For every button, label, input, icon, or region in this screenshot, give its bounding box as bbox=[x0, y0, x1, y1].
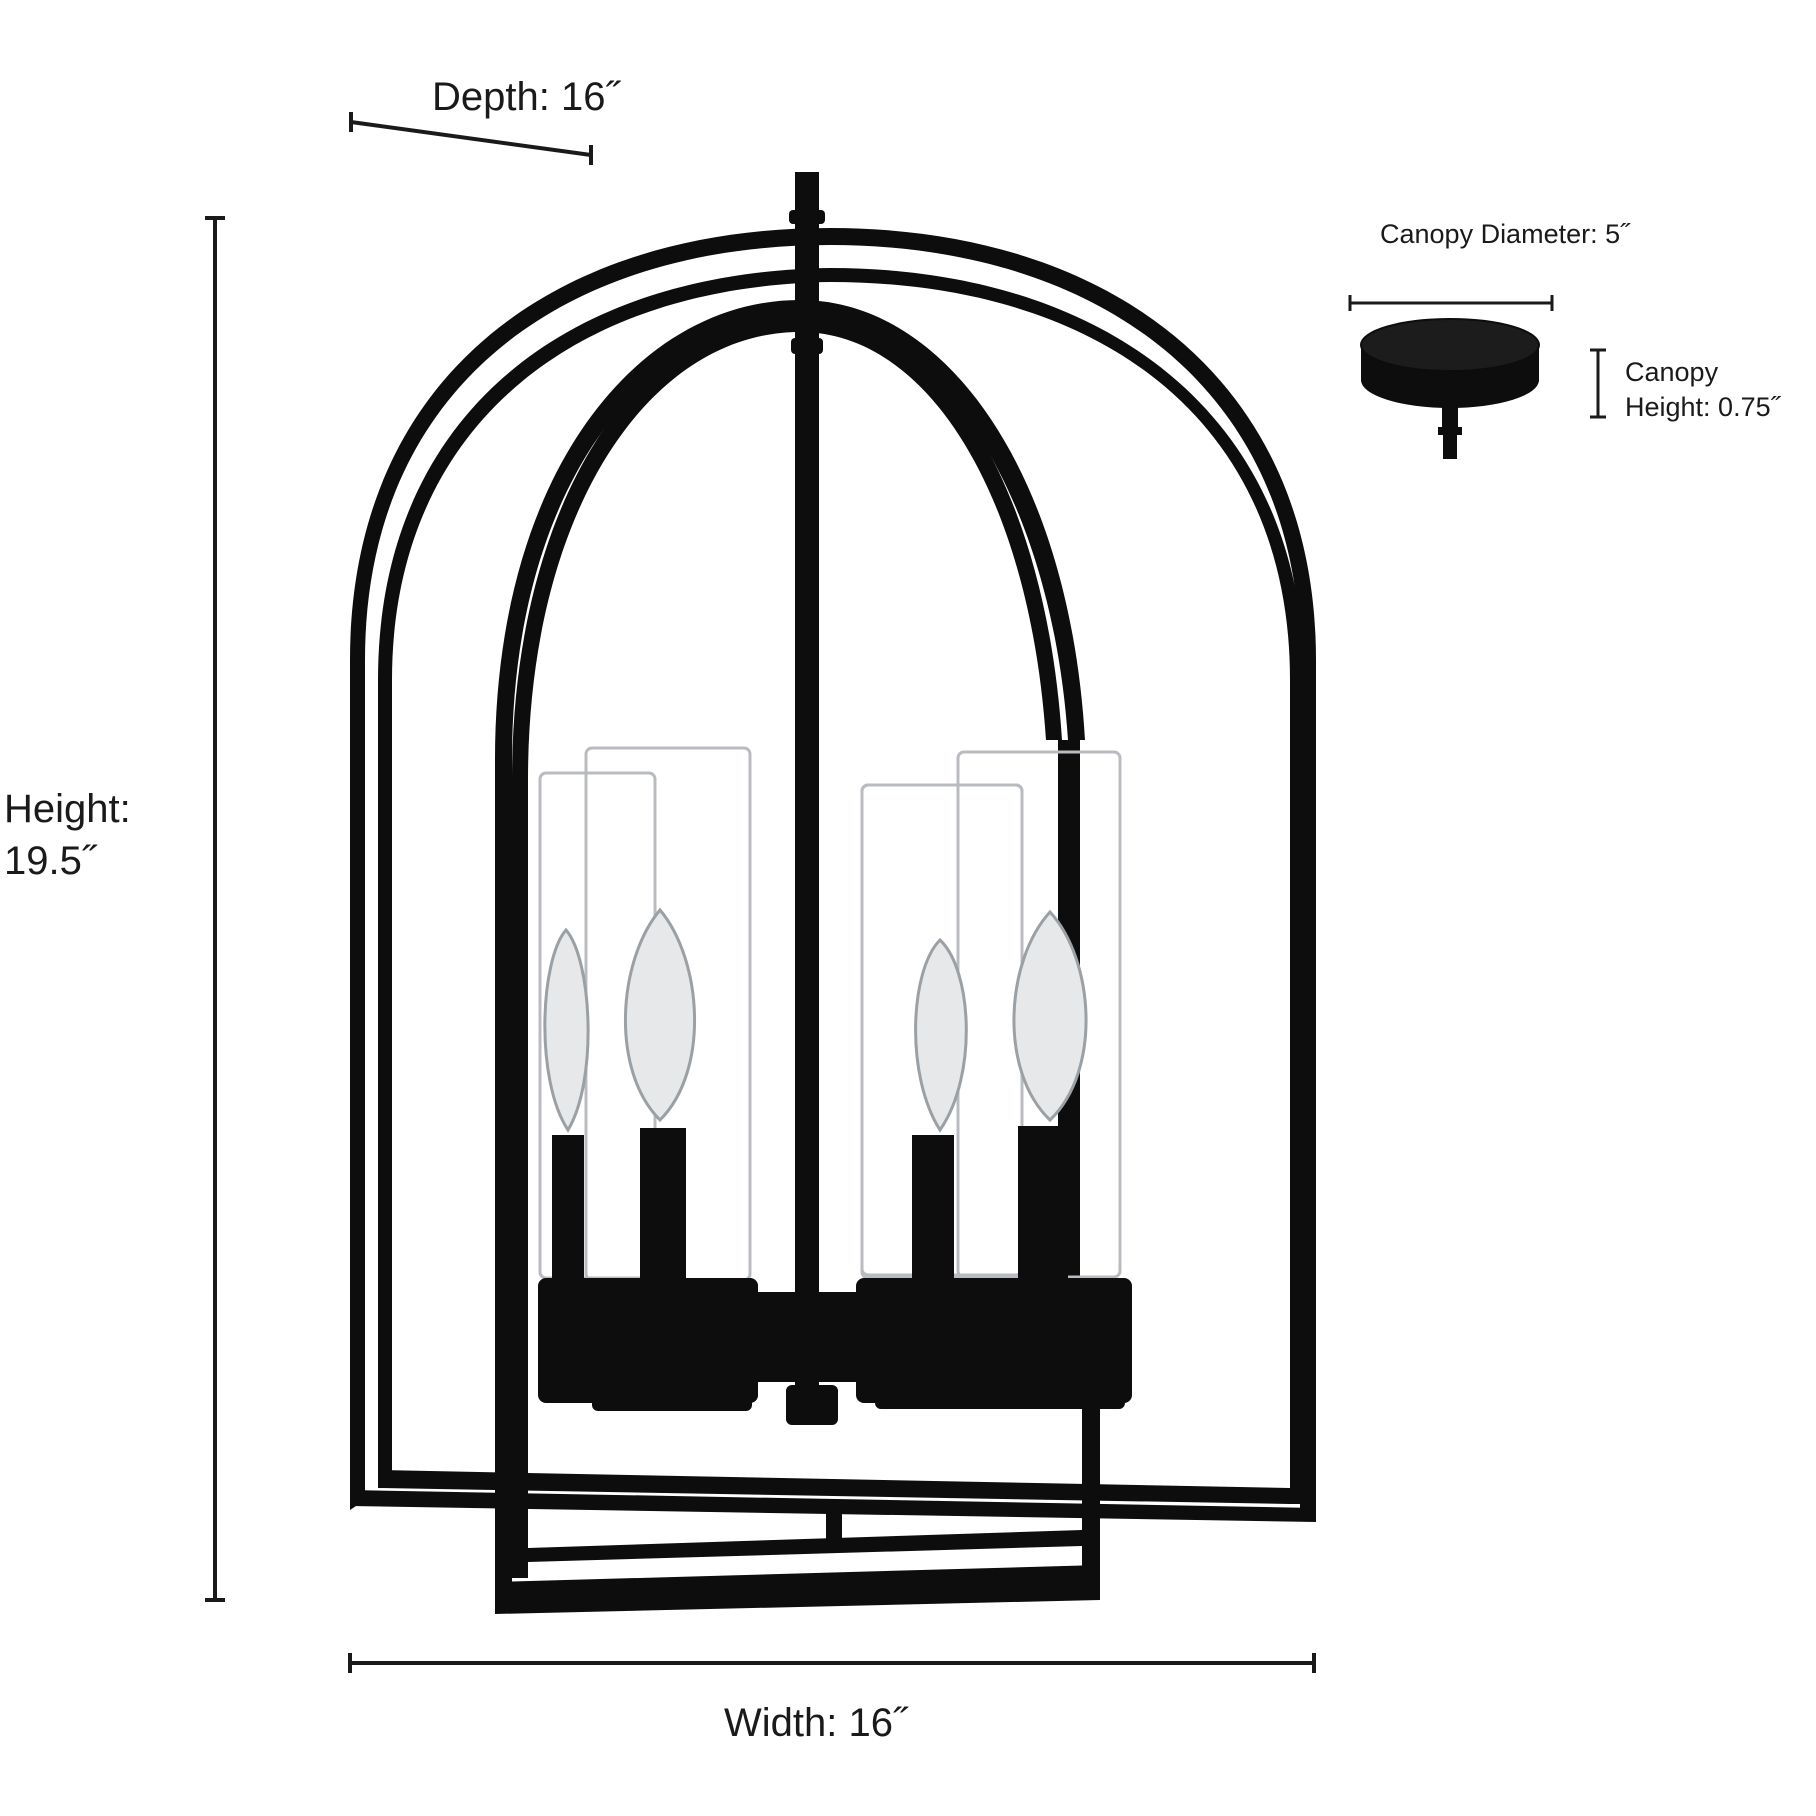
height-label-line1: Height: bbox=[4, 787, 131, 831]
canopy-height-label-line1: Canopy bbox=[1625, 357, 1719, 387]
depth-dimension: Depth: 16˝ bbox=[349, 75, 621, 165]
height-dimension: Height: 19.5˝ bbox=[4, 216, 225, 1602]
canopy-icon bbox=[1360, 318, 1540, 459]
candle-sleeves bbox=[552, 1126, 1068, 1280]
canopy-diagram: Canopy Diameter: 5˝ Canopy Height: 0.75˝ bbox=[1348, 219, 1782, 459]
central-stem bbox=[789, 172, 842, 1545]
canopy-height-label-line2: Height: 0.75˝ bbox=[1625, 392, 1782, 422]
candle-bulbs bbox=[543, 907, 1088, 1133]
lantern-pendant-icon bbox=[350, 172, 1316, 1614]
width-label: Width: 16˝ bbox=[724, 1701, 909, 1745]
canopy-diameter-label: Canopy Diameter: 5˝ bbox=[1380, 219, 1631, 249]
depth-dimension-line bbox=[350, 120, 592, 157]
width-dimension: Width: 16˝ bbox=[348, 1653, 1316, 1745]
height-label-line2: 19.5˝ bbox=[4, 839, 98, 883]
depth-label: Depth: 16˝ bbox=[432, 75, 621, 119]
candle-cups bbox=[538, 1278, 1132, 1425]
